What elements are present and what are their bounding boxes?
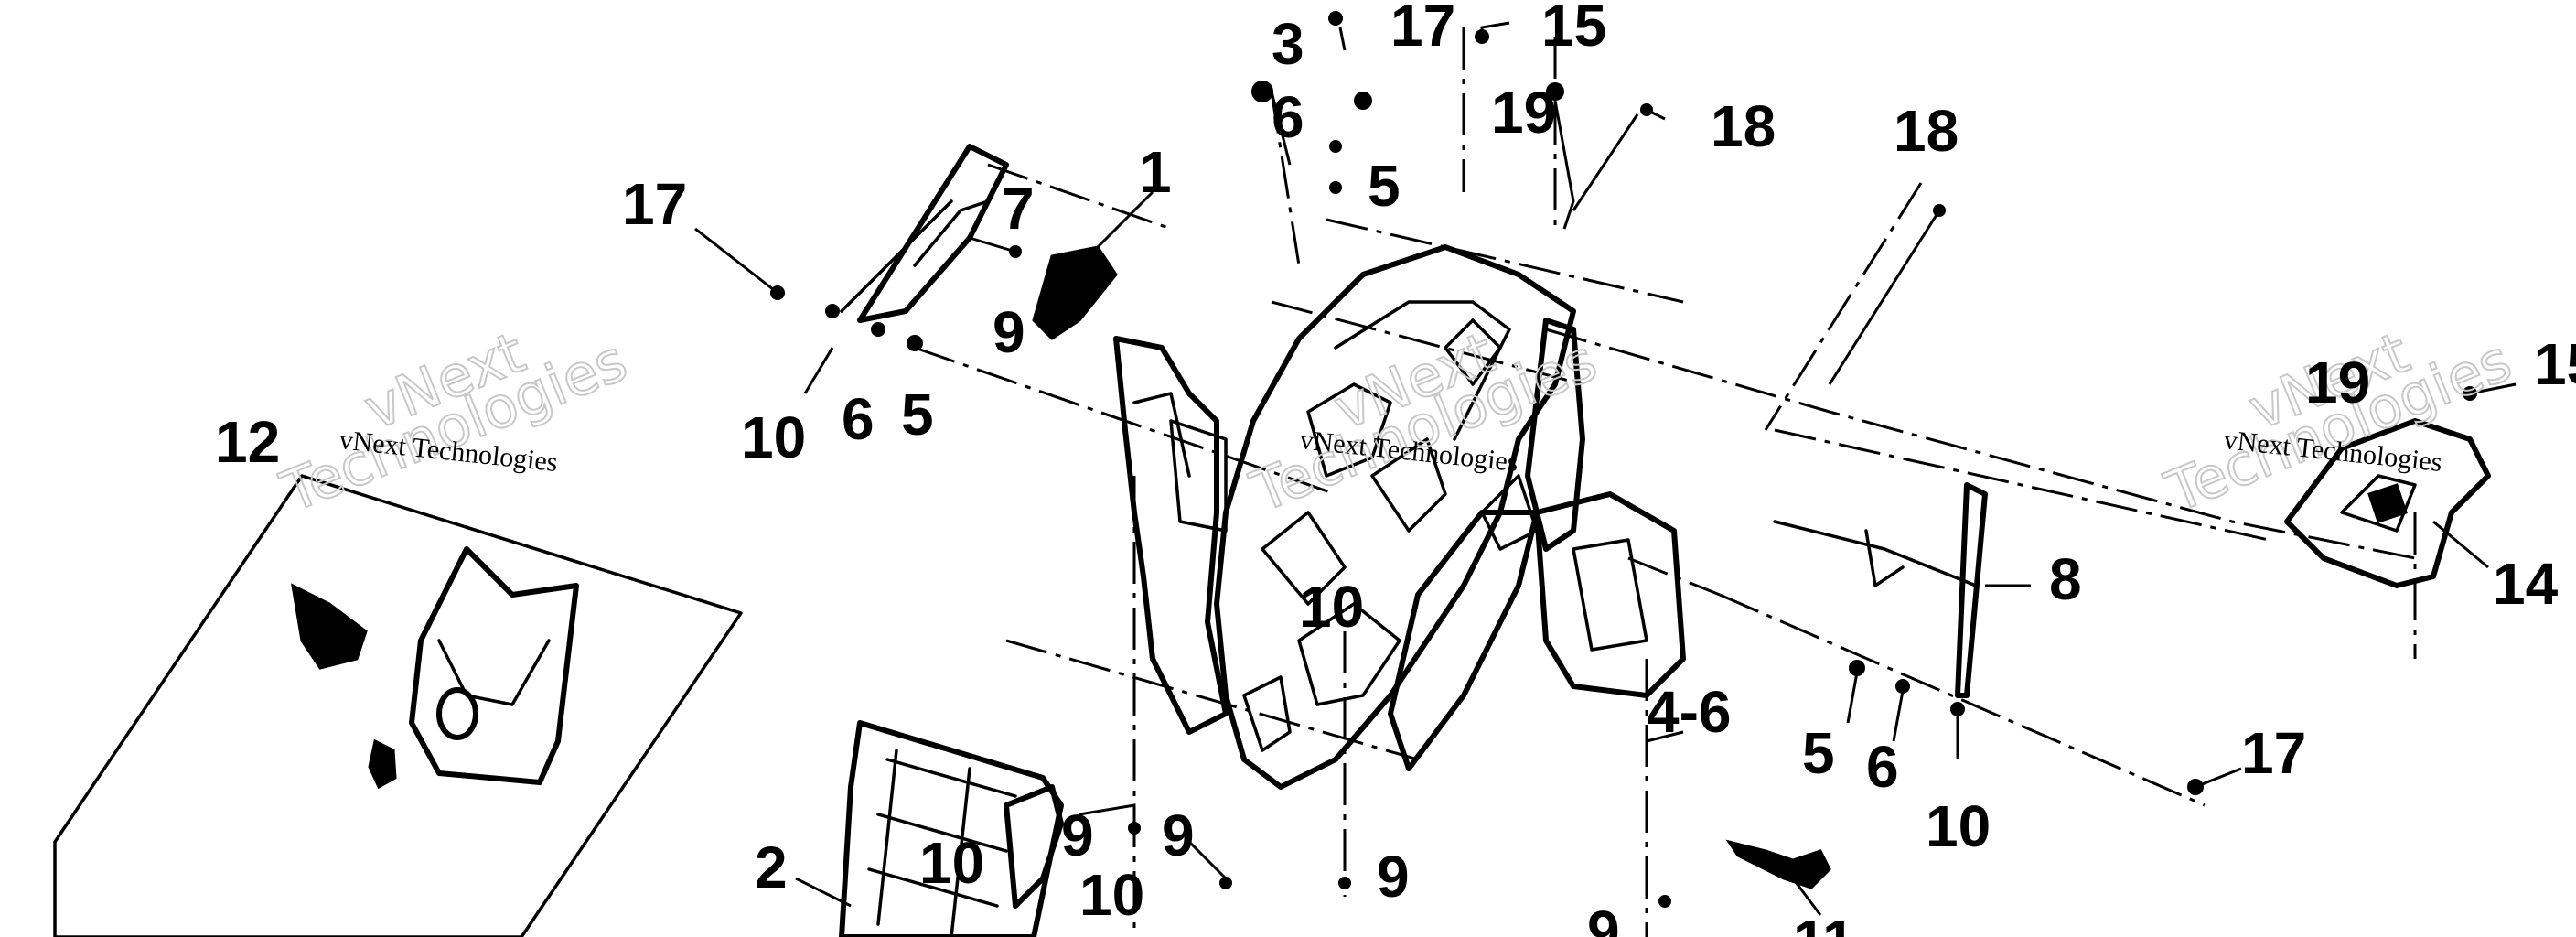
- callout-17-left: 17: [622, 171, 687, 237]
- callout-6-left: 6: [842, 386, 875, 452]
- callout-2: 2: [755, 835, 788, 900]
- callout-14: 14: [2493, 551, 2559, 617]
- callout-10-left: 10: [741, 404, 806, 470]
- part-12-panel: [53, 474, 743, 937]
- callout-labels: 3 17 15 6 19 5 18 18 1 17 7 9 10 6 5 12 …: [215, 0, 2576, 937]
- callout-18-b: 18: [1894, 98, 1959, 164]
- watermark-center: vNext Technologies vNext Technologies: [1240, 318, 1606, 526]
- callout-17-right: 17: [2241, 720, 2306, 786]
- watermark-left: vNext Technologies vNext Technologies: [271, 318, 637, 526]
- callout-3: 3: [1272, 11, 1304, 77]
- callout-19-top: 19: [1491, 80, 1556, 145]
- part-8-brace: [1773, 482, 2031, 698]
- callout-9-bottom-a: 9: [1061, 802, 1094, 868]
- part-1-clip: [1032, 190, 1154, 340]
- callout-4-6: 4-6: [1647, 679, 1732, 745]
- callout-5-top: 5: [1368, 153, 1401, 219]
- callout-15-top: 15: [1541, 0, 1606, 59]
- callout-17-top: 17: [1390, 0, 1455, 59]
- callout-10-center: 10: [1299, 574, 1364, 640]
- callout-12: 12: [215, 409, 280, 475]
- callout-10-bottom-a: 10: [919, 830, 984, 896]
- callout-18-a: 18: [1711, 93, 1776, 159]
- callout-11: 11: [1793, 908, 1855, 937]
- callout-7: 7: [1002, 176, 1035, 242]
- part-2-grille: [795, 720, 1064, 937]
- callout-10-bottom-b: 10: [1079, 862, 1144, 928]
- callout-8: 8: [2049, 546, 2082, 612]
- callout-6-right: 6: [1866, 734, 1899, 800]
- callout-5-right: 5: [1802, 720, 1835, 786]
- callout-1: 1: [1139, 139, 1172, 205]
- callout-5-left: 5: [901, 382, 934, 447]
- callout-6-top: 6: [1272, 84, 1304, 150]
- callout-9-left: 9: [993, 299, 1025, 365]
- part-7-bracket: [840, 144, 1009, 323]
- callout-9-bottom-d: 9: [1587, 899, 1620, 937]
- left-side-panel: [1113, 336, 1229, 735]
- callout-9-bottom-b: 9: [1162, 802, 1195, 868]
- hardware-fasteners: [694, 11, 2517, 908]
- part-14-headlight: [2284, 418, 2491, 588]
- part-11-hook: [1725, 839, 1831, 916]
- right-side-panel: [1388, 318, 1686, 771]
- callout-9-bottom-c: 9: [1377, 844, 1410, 910]
- callout-15-right: 15: [2534, 331, 2576, 397]
- callout-10-right: 10: [1926, 793, 1991, 859]
- callout-19-right: 19: [2305, 350, 2370, 415]
